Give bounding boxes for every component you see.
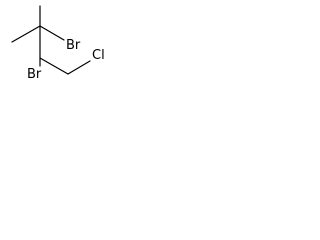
skeletal-structure: Br Br Cl (11, 5, 105, 82)
bond-secondary-carbon-to-ch2 (39, 57, 69, 75)
atom-label-br-top: Br (66, 38, 81, 53)
atom-label-br-bottom: Br (27, 67, 42, 82)
bond-quaternary-carbon-to-br-top (39, 25, 65, 41)
bond-methyl-left-to-quaternary-carbon (11, 25, 41, 43)
bond-ch2-to-cl (67, 60, 91, 75)
atom-label-cl: Cl (92, 48, 105, 63)
